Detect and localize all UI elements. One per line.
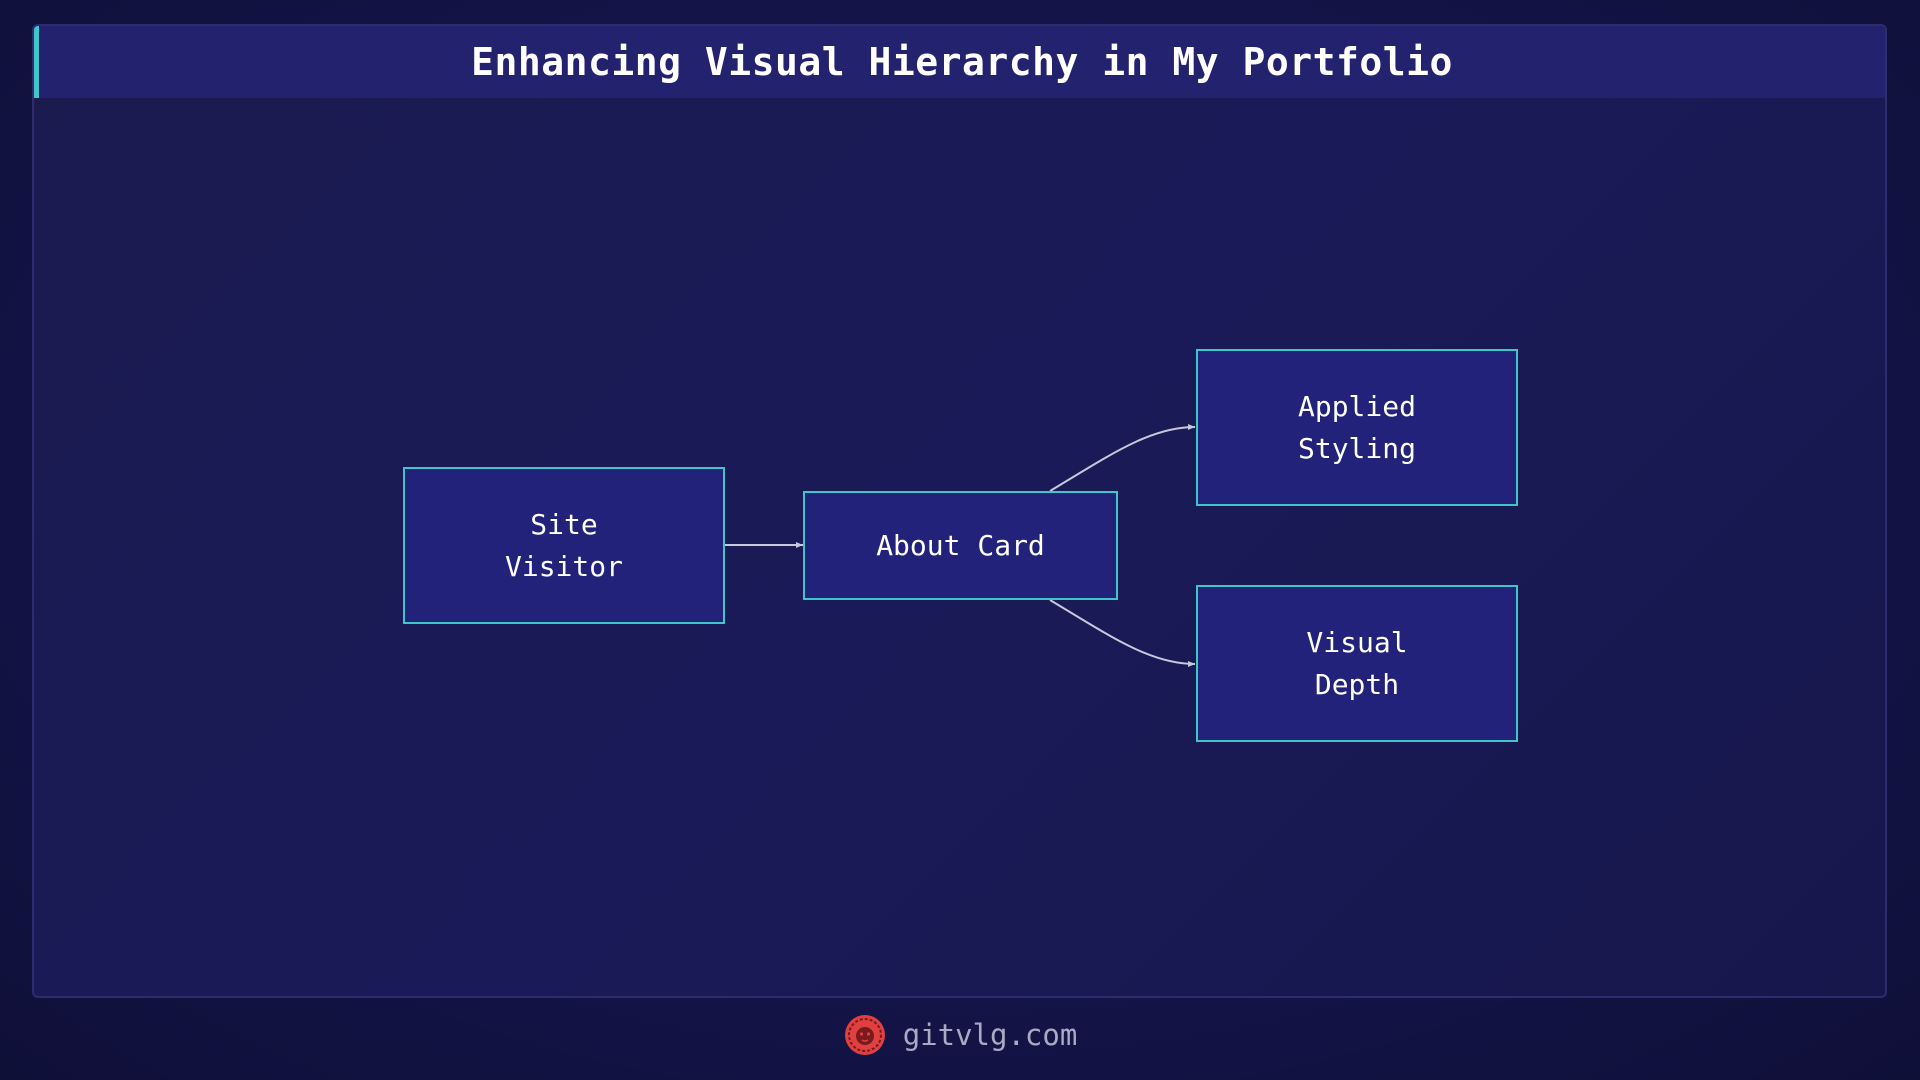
footer-site-link[interactable]: gitvlg.com [902, 1018, 1078, 1052]
node-about-card-label: About Card [876, 528, 1045, 562]
node-visual-depth: Visual Depth [1196, 585, 1518, 742]
node-visual-depth-label: Visual Depth [1306, 625, 1408, 701]
node-site-visitor: Site Visitor [403, 467, 725, 624]
footer: gitvlg.com [0, 1010, 1920, 1060]
node-about-card: About Card [803, 491, 1118, 600]
node-site-visitor-label: Site Visitor [504, 507, 623, 583]
title-bar: Enhancing Visual Hierarchy in My Portfol… [34, 26, 1885, 98]
diagram-panel: Enhancing Visual Hierarchy in My Portfol… [32, 24, 1887, 998]
node-applied-styling: Applied Styling [1196, 349, 1518, 506]
lion-emblem-icon [844, 1015, 885, 1055]
page-title: Enhancing Visual Hierarchy in My Portfol… [471, 40, 1453, 84]
node-applied-styling-label: Applied Styling [1297, 389, 1416, 465]
